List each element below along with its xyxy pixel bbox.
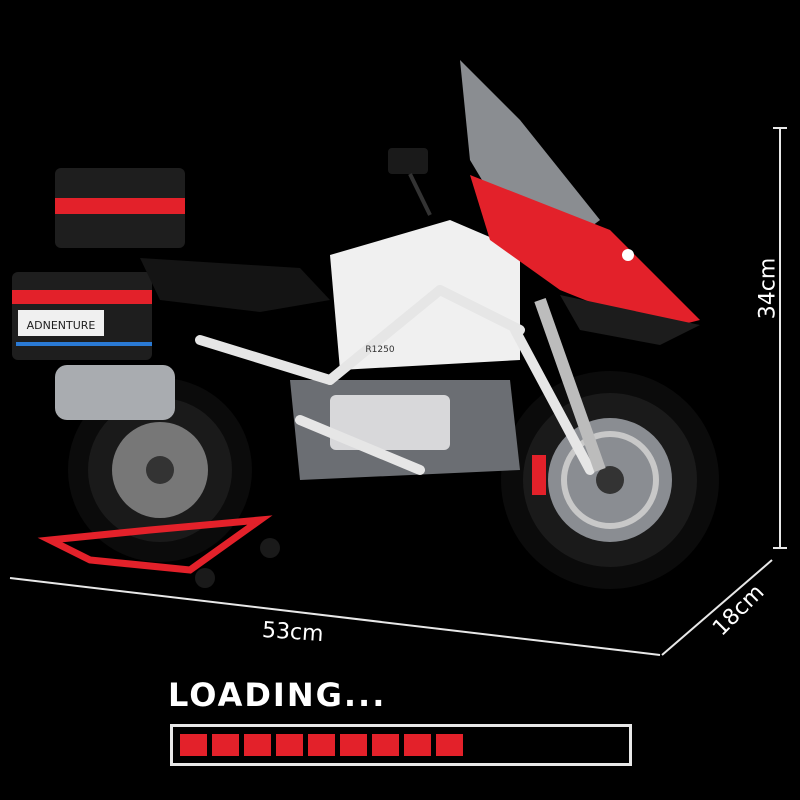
dimension-length-label: 53cm [261,617,325,648]
progress-segment [404,734,431,756]
progress-segment [180,734,207,756]
progress-segment [212,734,239,756]
side-case-label: ADNENTURE [27,319,96,332]
dimension-height-label: 34cm [755,257,781,320]
seat [140,258,330,312]
progress-segment [340,734,367,756]
loading-label: LOADING... [168,676,387,714]
progress-bar [170,724,632,766]
exhaust [55,365,175,420]
cylinder-head [330,395,450,450]
top-box [55,168,185,248]
front-fork [534,298,606,472]
side-case [12,272,152,360]
progress-fill [180,734,463,756]
model-badge: R1250 [365,345,394,355]
paddock-stand [37,515,273,574]
progress-segment [244,734,271,756]
dark-fairing [560,295,700,345]
dimension-lines [9,127,787,656]
headlight [622,249,634,261]
progress-segment [372,734,399,756]
frame-tubes [195,285,595,475]
mirror [388,148,432,216]
windscreen [460,60,600,250]
progress-segment [308,734,335,756]
fuel-tank [330,220,520,370]
progress-segment [436,734,463,756]
red-fairing [470,175,700,330]
progress-segment [276,734,303,756]
front-wheel [501,371,719,589]
